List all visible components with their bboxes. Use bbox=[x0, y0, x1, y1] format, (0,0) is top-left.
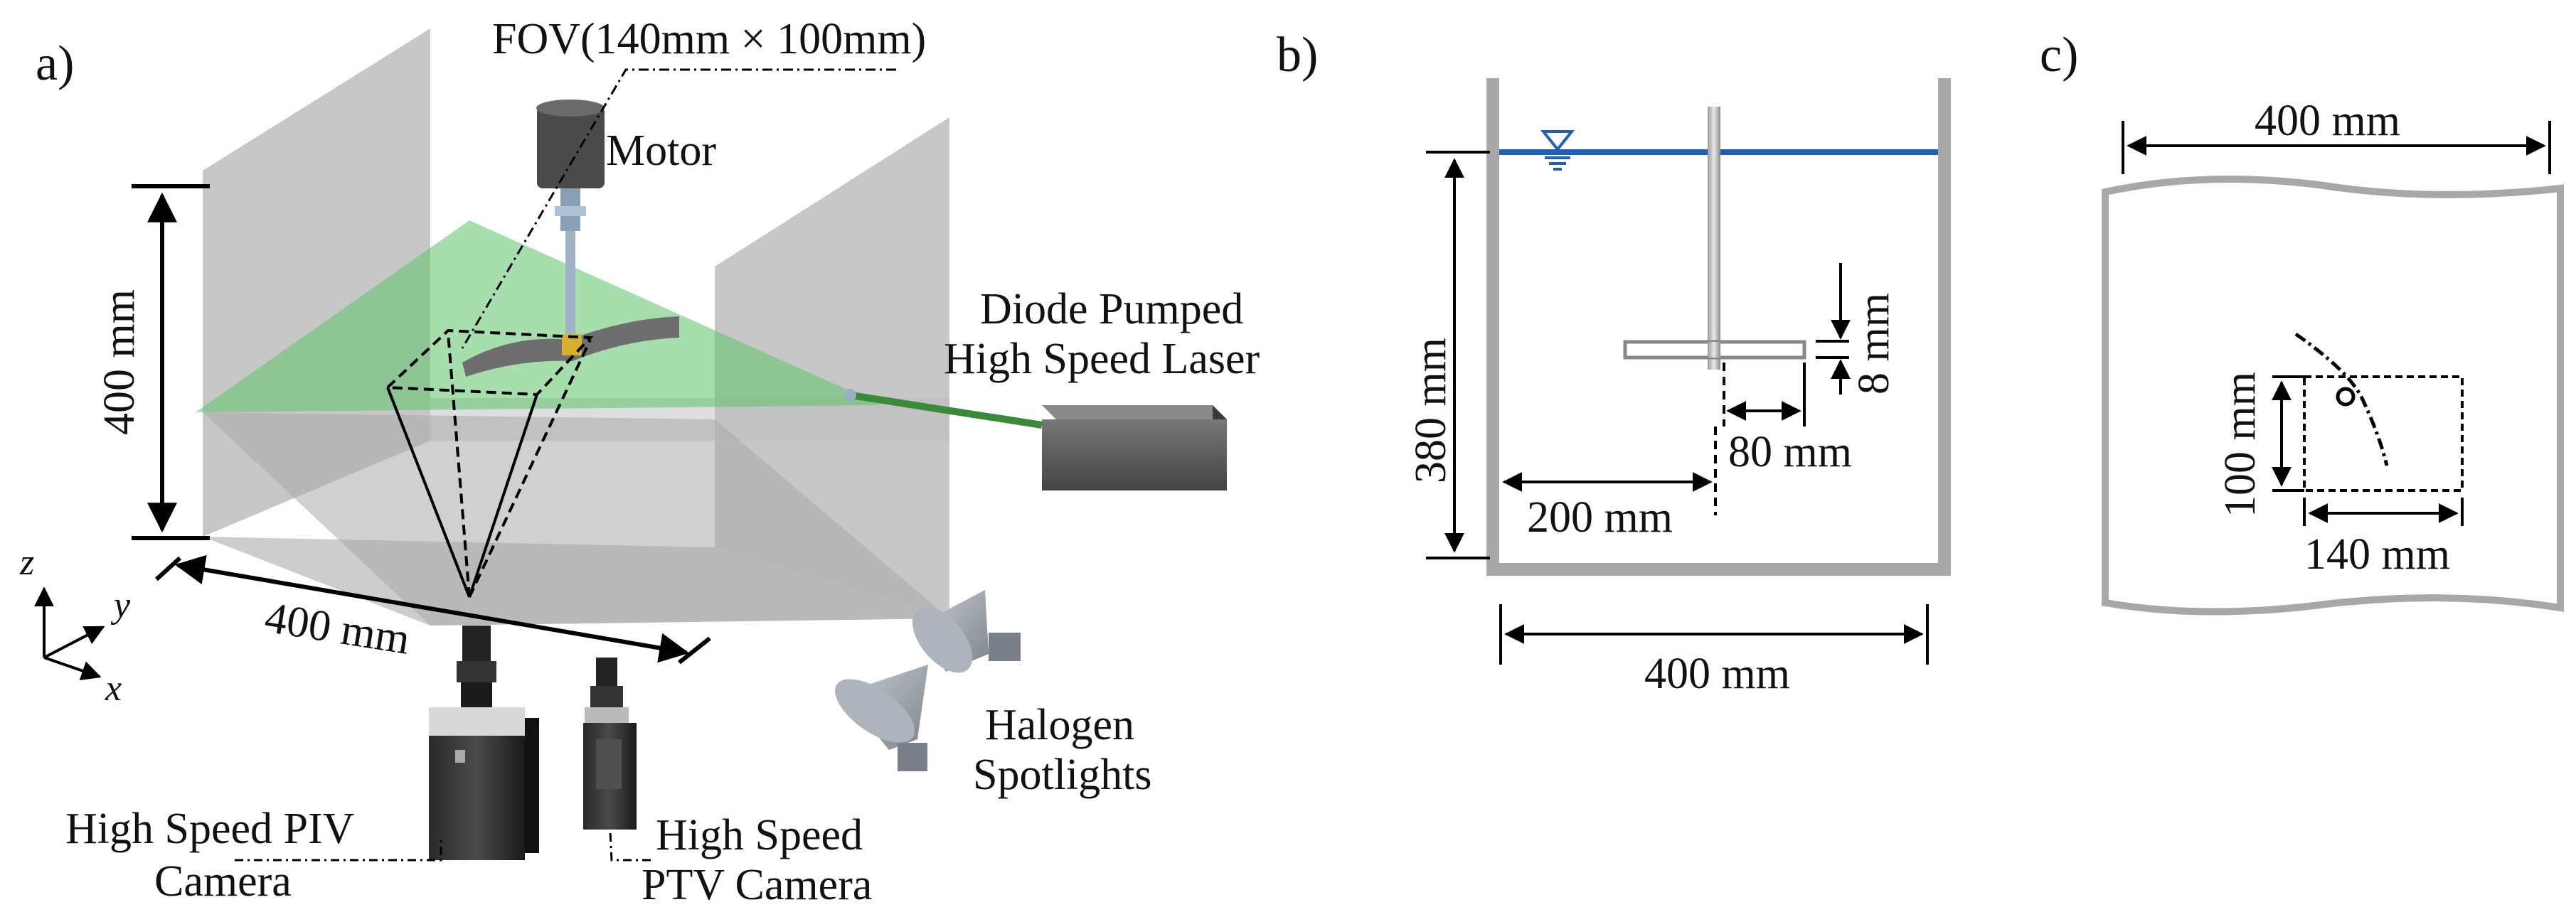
fov-height-dimension bbox=[2272, 375, 2304, 492]
width-dimension bbox=[154, 554, 711, 665]
halogen-label-line1: Halogen bbox=[985, 701, 1134, 749]
width-dimension-c bbox=[2122, 121, 2551, 174]
motor-assembly bbox=[536, 100, 605, 355]
ptv-camera bbox=[583, 658, 637, 830]
halogen-label-line2: Spotlights bbox=[973, 751, 1152, 799]
panel-a-label: a) bbox=[36, 36, 74, 91]
tank-top-view bbox=[2102, 176, 2564, 616]
motor-label: Motor bbox=[606, 127, 716, 175]
fov-height-label: 100 mm bbox=[2216, 372, 2264, 517]
axis-triad bbox=[34, 586, 105, 680]
fov-box bbox=[384, 328, 594, 397]
half-width-label: 200 mm bbox=[1527, 493, 1673, 542]
impeller-shaft bbox=[1708, 107, 1720, 370]
ptv-label-line2: PTV Camera bbox=[642, 861, 872, 909]
laser-label-line1: Diode Pumped bbox=[980, 285, 1243, 333]
piv-leader bbox=[235, 839, 442, 862]
fov-rectangle bbox=[2303, 375, 2464, 492]
panel-a: a) bbox=[19, 15, 1260, 909]
panel-c-label: c) bbox=[2040, 28, 2078, 82]
fov-leader bbox=[461, 68, 896, 349]
axis-x-label: x bbox=[105, 668, 122, 709]
width-label-b: 400 mm bbox=[1644, 650, 1790, 698]
ptv-label-line1: High Speed bbox=[656, 811, 863, 859]
shaft-marker bbox=[2336, 387, 2356, 407]
laser-unit bbox=[1042, 405, 1227, 490]
axis-z-label: z bbox=[19, 542, 34, 583]
piv-camera bbox=[429, 626, 539, 860]
panel-b: b) 380 mm bbox=[1277, 28, 1951, 698]
height-dimension-b bbox=[1426, 151, 1490, 559]
impeller-hub-side bbox=[1708, 342, 1720, 358]
piv-label-line1: High Speed PIV bbox=[65, 805, 355, 853]
fov-label: FOV(140mm × 100mm) bbox=[492, 15, 926, 63]
height-label-b: 380 mm bbox=[1407, 338, 1455, 483]
blade-length-dimension bbox=[1723, 363, 1806, 427]
tank-cross-section bbox=[1486, 78, 1951, 576]
laser-sheet bbox=[196, 220, 882, 412]
piv-label-line2: Camera bbox=[154, 857, 292, 906]
half-width-dimension bbox=[1502, 427, 1717, 515]
laser-beam bbox=[846, 391, 1043, 429]
halogen-spotlights bbox=[835, 590, 1021, 771]
blade-height-dimension bbox=[1816, 263, 1851, 395]
water-level-symbol bbox=[1540, 130, 1575, 171]
width-label-c: 400 mm bbox=[2255, 97, 2400, 145]
axis-y-label: y bbox=[110, 585, 131, 626]
panel-b-label: b) bbox=[1277, 28, 1318, 82]
blade-trajectory-curve bbox=[2294, 332, 2389, 466]
laser-optic bbox=[843, 389, 856, 402]
blade-length-label: 80 mm bbox=[1728, 428, 1852, 476]
panel-c: c) 400 mm 100 mm 140 mm bbox=[2040, 28, 2564, 616]
width-dimension-b bbox=[1499, 604, 1929, 665]
ptv-leader bbox=[609, 831, 651, 862]
laser-label-line2: High Speed Laser bbox=[944, 335, 1260, 383]
blade-height-label: 8 mm bbox=[1850, 293, 1898, 395]
height-dimension bbox=[132, 184, 210, 540]
height-label: 400 mm bbox=[95, 289, 144, 435]
fov-width-dimension bbox=[2303, 498, 2464, 526]
fov-width-label: 140 mm bbox=[2304, 530, 2450, 579]
